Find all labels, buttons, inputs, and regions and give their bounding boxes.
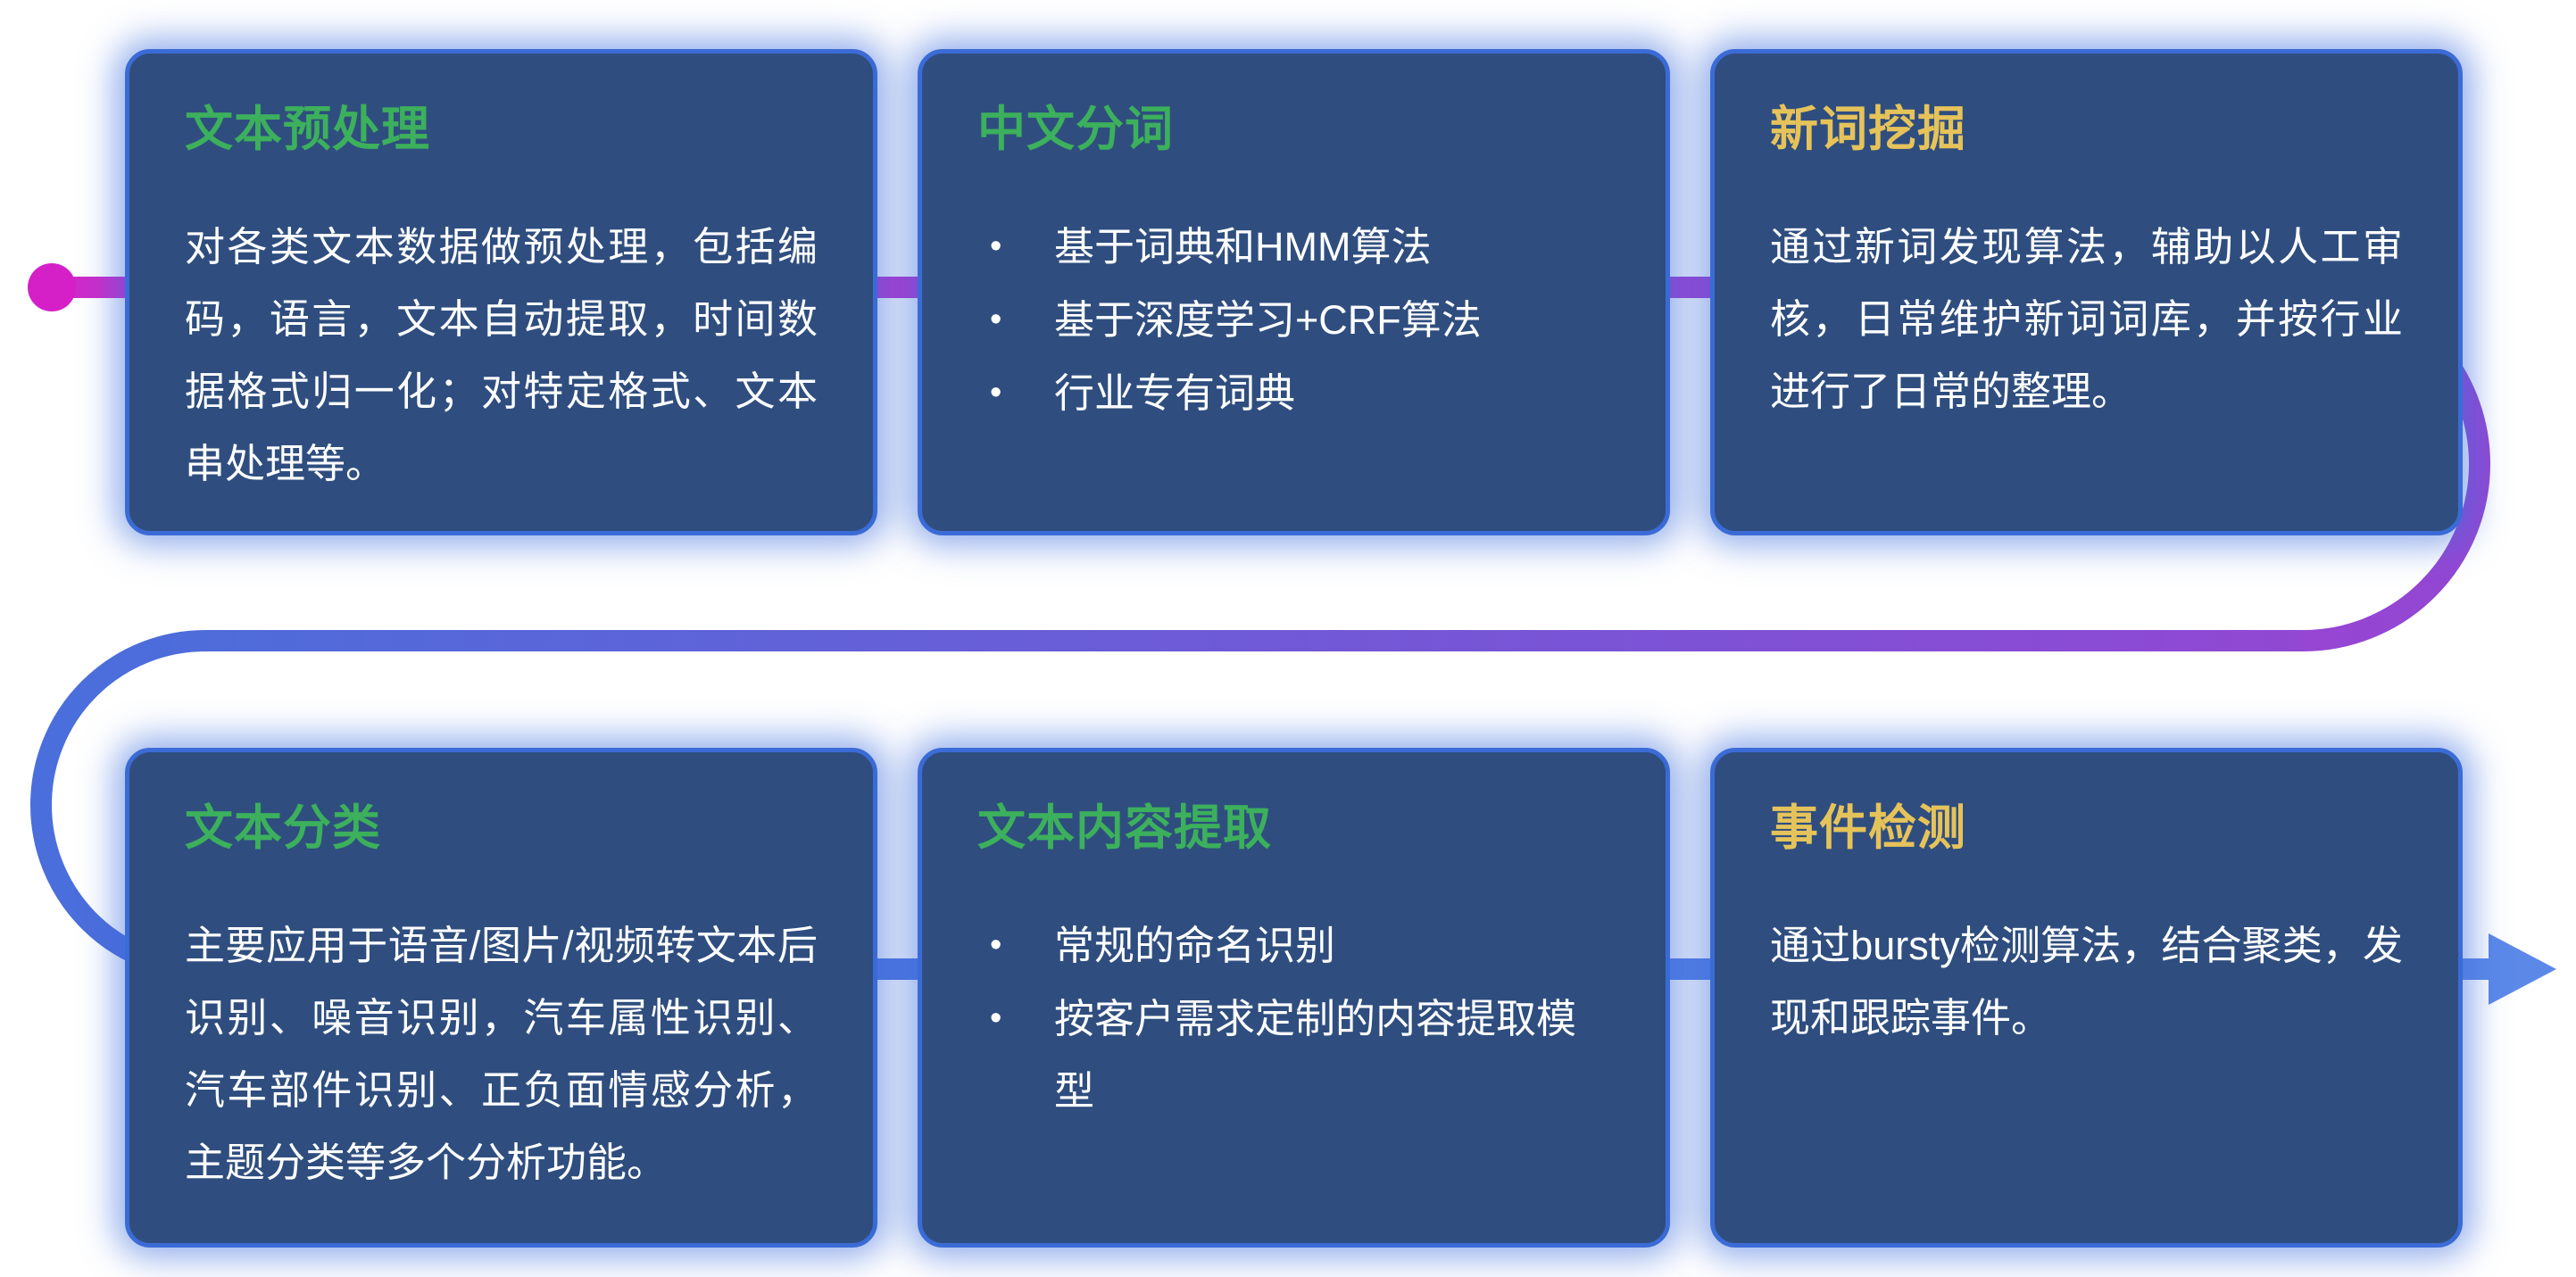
card-title: 事件检测	[1770, 801, 1966, 855]
card-body: 对各类文本数据做预处理，包括编码，语言，文本自动提取，时间数据格式归一化；对特定…	[185, 224, 818, 487]
card-title: 文本分类	[185, 801, 381, 855]
card-body: 主要应用于语音/图片/视频转文本后识别、噪音识别，汽车属性识别、汽车部件识别、正…	[185, 923, 818, 1186]
card-event-detection: 事件检测 通过bursty检测算法，结合聚类，发现和跟踪事件。	[1710, 748, 2463, 1248]
bullet-text: 常规的命名识别	[1054, 923, 1336, 969]
bullet-list: • 基于词典和HMM算法 • 基于深度学习+CRF算法 • 行业专有词典	[977, 211, 1610, 429]
bullet-icon: •	[990, 926, 1002, 965]
card-title: 文本内容提取	[977, 801, 1272, 855]
flow-start-dot	[28, 263, 76, 311]
card-title: 中文分词	[977, 103, 1174, 156]
bullet-icon: •	[990, 300, 1002, 338]
bullet-icon: •	[990, 999, 1002, 1037]
flow-arrow-icon	[2489, 933, 2556, 1005]
card-text-content-extraction: 文本内容提取 • 常规的命名识别 • 按客户需求定制的内容提取模型	[918, 748, 1670, 1248]
card-chinese-word-segmentation: 中文分词 • 基于词典和HMM算法 • 基于深度学习+CRF算法 • 行业专有词…	[918, 49, 1670, 535]
bullet-icon: •	[990, 228, 1002, 266]
bullet-list: • 常规的命名识别 • 按客户需求定制的内容提取模型	[977, 909, 1610, 1127]
bullet-icon: •	[990, 373, 1002, 411]
bullet-item: • 常规的命名识别	[977, 909, 1610, 983]
bullet-text: 按客户需求定制的内容提取模型	[1054, 995, 1577, 1114]
card-body: 通过bursty检测算法，结合聚类，发现和跟踪事件。	[1770, 923, 2403, 1041]
card-title: 文本预处理	[185, 103, 430, 156]
card-text-preprocessing: 文本预处理 对各类文本数据做预处理，包括编码，语言，文本自动提取，时间数据格式归…	[125, 49, 877, 535]
card-new-word-mining: 新词挖掘 通过新词发现算法，辅助以人工审核，日常维护新词词库，并按行业进行了日常…	[1710, 49, 2463, 535]
card-title: 新词挖掘	[1770, 103, 1966, 156]
bullet-text: 基于深度学习+CRF算法	[1054, 296, 1482, 343]
bullet-text: 行业专有词典	[1054, 369, 1296, 416]
bullet-item: • 按客户需求定制的内容提取模型	[977, 983, 1610, 1127]
bullet-item: • 基于深度学习+CRF算法	[977, 284, 1610, 357]
bullet-item: • 行业专有词典	[977, 357, 1610, 430]
card-text-classification: 文本分类 主要应用于语音/图片/视频转文本后识别、噪音识别，汽车属性识别、汽车部…	[125, 748, 877, 1248]
bullet-item: • 基于词典和HMM算法	[977, 211, 1610, 284]
card-body: 通过新词发现算法，辅助以人工审核，日常维护新词词库，并按行业进行了日常的整理。	[1770, 224, 2403, 415]
bullet-text: 基于词典和HMM算法	[1054, 224, 1432, 270]
